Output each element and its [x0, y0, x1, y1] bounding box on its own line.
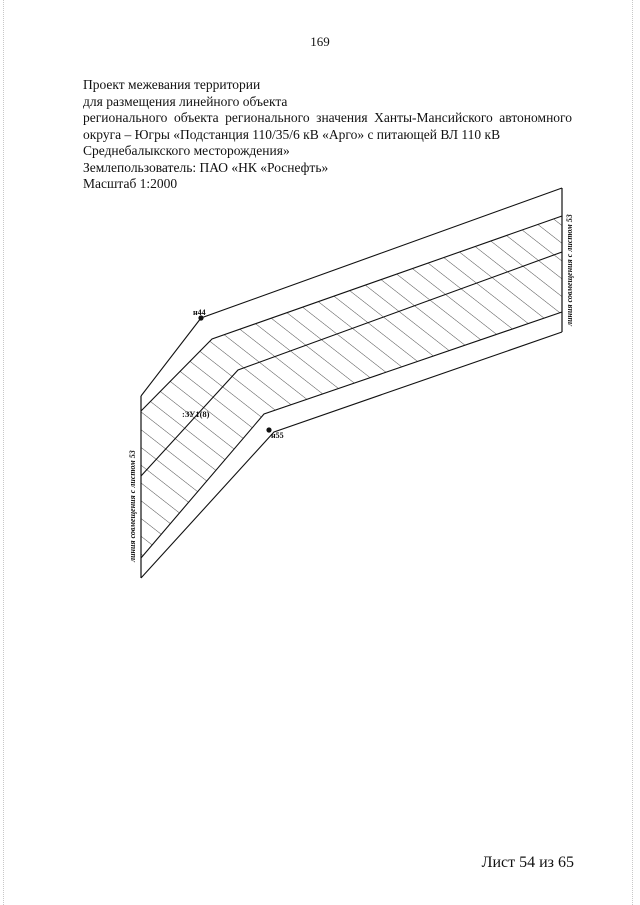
scan-edge-left	[3, 0, 5, 905]
parcel-label: :ЗУ1(8)	[182, 409, 210, 419]
boundary-parcel-top	[140, 215, 563, 412]
header-purpose: для размещения линейного объекта	[83, 93, 288, 109]
page-number: 169	[310, 34, 330, 49]
scale: Масштаб 1:2000	[83, 176, 178, 191]
header-object-line: регионального объекта регионального знач…	[83, 110, 572, 125]
point-n55-label: н55	[271, 431, 284, 440]
sheet-number: Лист 54 из 65	[481, 854, 574, 871]
boundary-outer-bottom	[140, 331, 563, 579]
header-field-name: Среднебалыкского месторождения»	[83, 143, 290, 158]
point-n44	[198, 315, 204, 321]
boundary-parcel-bottom	[140, 311, 563, 559]
header-title: Проект межевания территории	[83, 77, 261, 92]
document-header: Проект межевания территории для размещен…	[83, 77, 572, 193]
point-n55	[266, 427, 272, 433]
parcel-strip-lower	[141, 252, 562, 558]
parcel-strip-upper	[141, 216, 562, 476]
land-user: Землепользователь: ПАО «НК «Роснефть»	[83, 159, 329, 175]
scan-edge-right	[632, 0, 634, 905]
match-line-right-label: линия совмещения с листом 53	[565, 214, 574, 327]
point-n44-label: н44	[193, 308, 206, 317]
boundary-middle	[140, 251, 563, 477]
match-line-left-label: линия совмещения с листом 53	[128, 450, 137, 563]
header-object-line-2: округа – Югры «Подстанция 110/35/6 кВ «А…	[83, 126, 501, 142]
